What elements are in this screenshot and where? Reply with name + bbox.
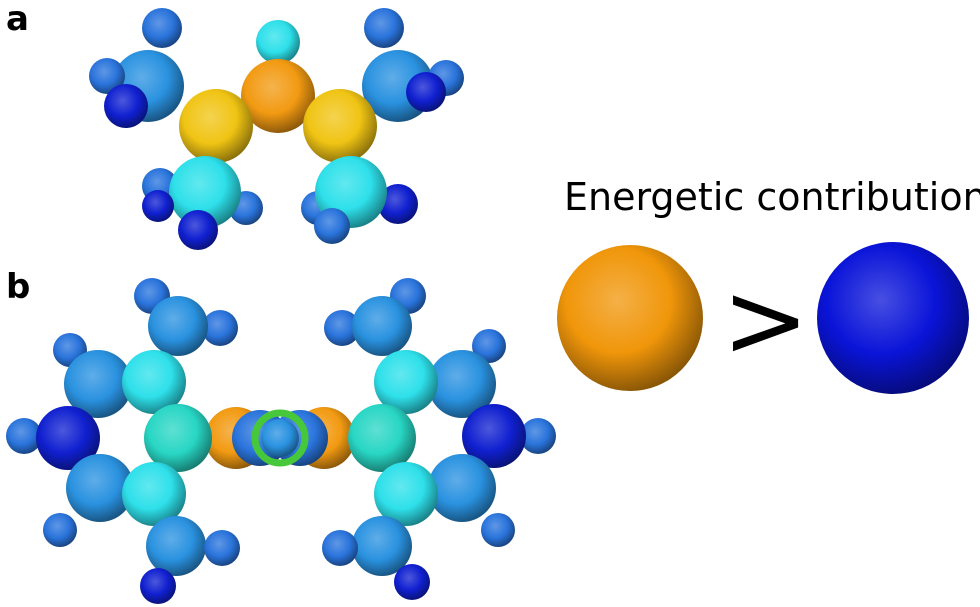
atom-sphere [520,418,556,454]
atom-sphere [89,58,125,94]
atom-sphere [36,406,100,470]
atom-sphere [462,404,526,468]
atom-sphere [406,72,446,112]
atom-sphere [179,89,253,163]
atom-sphere [140,568,176,604]
atom-sphere [43,513,77,547]
atom-sphere [364,8,404,48]
atom-sphere [324,310,360,346]
legend-high-sphere [557,245,703,391]
atom-sphere [322,530,358,566]
atom-sphere [142,190,174,222]
atom-sphere [122,350,186,414]
atom-sphere [428,454,496,522]
legend-title: Energetic contribution: [564,175,980,219]
atom-sphere [169,156,241,228]
atom-sphere [481,513,515,547]
atom-sphere [374,350,438,414]
atom-sphere [472,329,506,363]
atom-sphere [374,462,438,526]
atom-sphere [314,208,350,244]
atom-sphere [256,20,300,64]
atom-sphere [394,564,430,600]
atom-sphere [348,404,416,472]
atom-sphere [148,296,208,356]
atom-sphere [352,516,412,576]
legend-low-sphere [817,242,969,394]
panel-b-molecule [6,278,556,604]
atom-sphere [142,8,182,48]
atom-sphere [6,418,42,454]
atom-sphere [144,404,212,472]
atom-sphere [178,210,218,250]
legend-spheres [557,242,969,394]
atom-sphere [66,454,134,522]
atom-sphere [122,462,186,526]
atom-sphere [303,89,377,163]
atom-sphere [146,516,206,576]
atom-sphere [428,350,496,418]
atom-sphere [64,350,132,418]
atom-sphere [104,84,148,128]
panel-b-label: b [6,267,31,307]
greater-than-symbol: > [722,259,810,381]
panel-a-label: a [6,0,29,39]
highlighted-atom-sphere [261,419,299,457]
central-atom-sphere [241,59,315,133]
atom-sphere [352,296,412,356]
atom-sphere [378,184,418,224]
highlight-ring [251,409,309,467]
atom-sphere [202,310,238,346]
atom-sphere [204,530,240,566]
panel-a-molecule [89,8,464,250]
